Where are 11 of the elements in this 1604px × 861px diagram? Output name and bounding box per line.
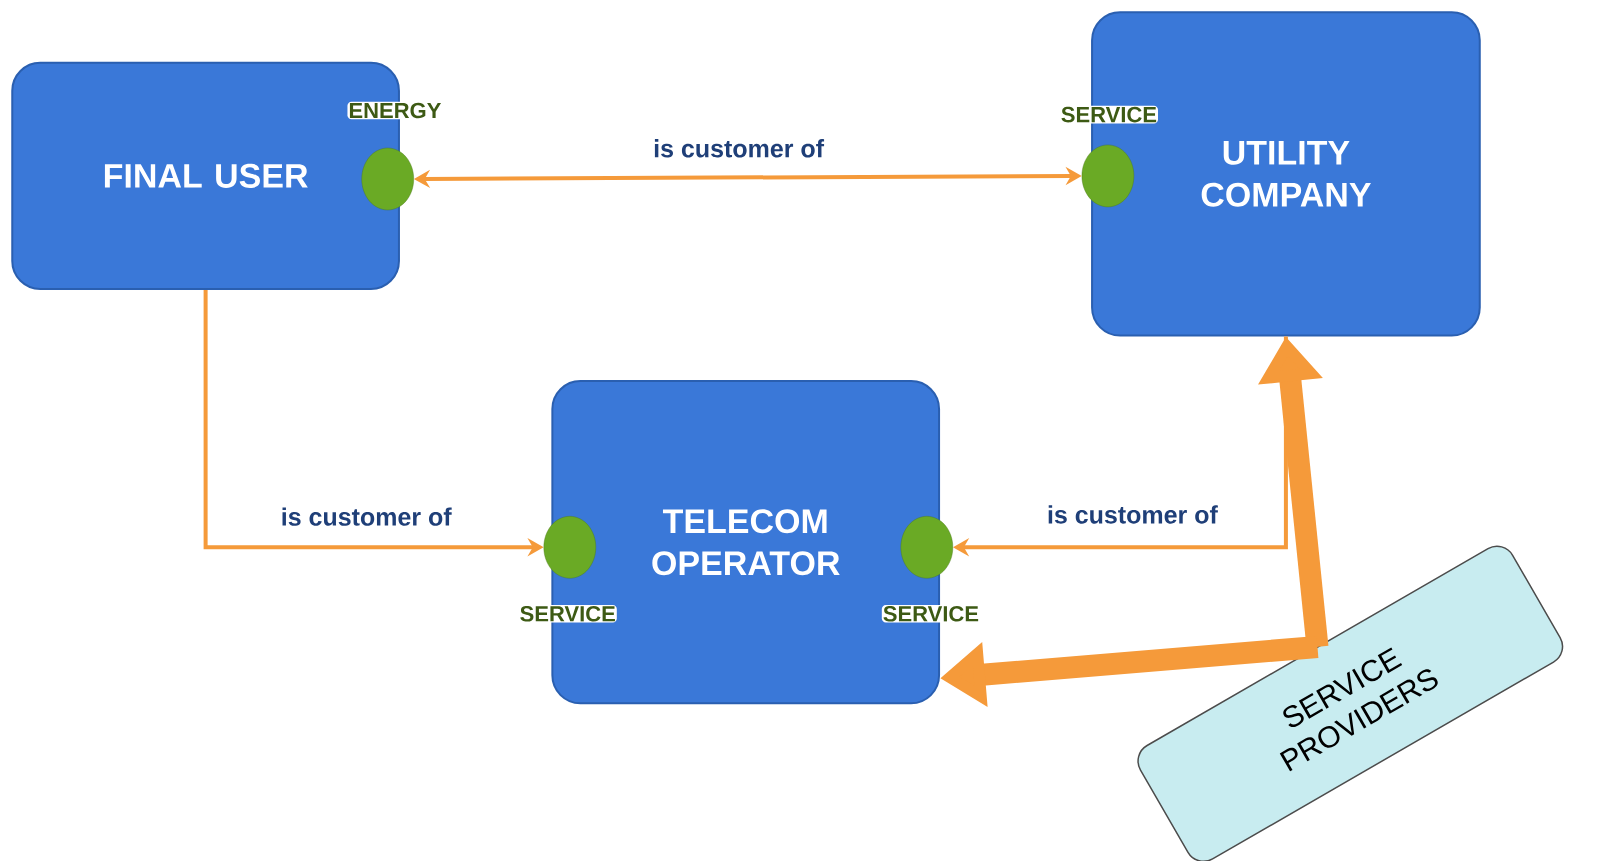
edge-label: is customer of [1044, 503, 1220, 526]
node-caption: SERVICE [1059, 105, 1158, 124]
connection-dot [1081, 144, 1135, 208]
connection-dot [900, 516, 953, 579]
connection-dot [543, 516, 596, 579]
edge-label: is customer of [278, 505, 454, 528]
node-caption: ENERGY [347, 101, 443, 120]
node-caption: SERVICE [881, 605, 980, 623]
connection-dot [361, 147, 414, 211]
edge-label: is customer of [651, 137, 827, 160]
node-caption: SERVICE [518, 605, 617, 623]
